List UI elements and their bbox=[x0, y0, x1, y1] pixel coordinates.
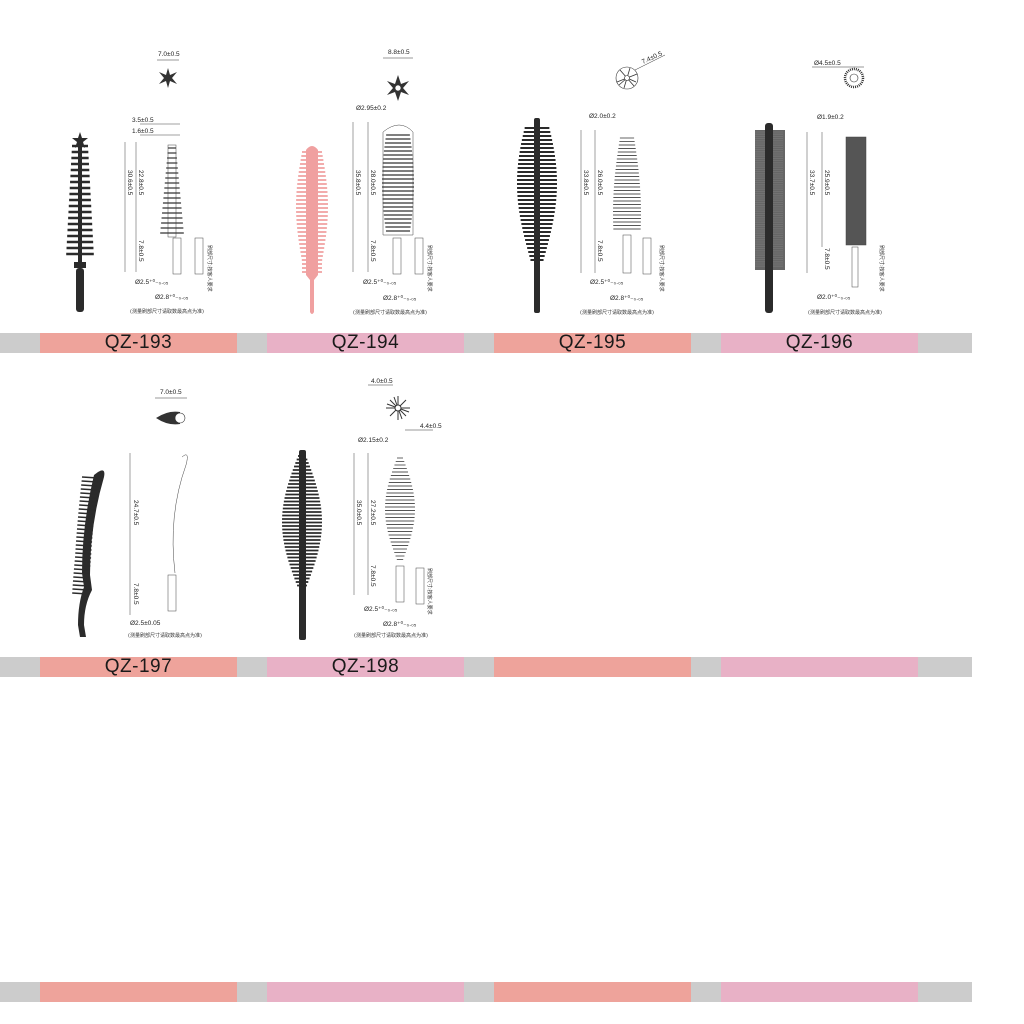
model-label bbox=[40, 982, 237, 1002]
top-view-leaf-icon bbox=[156, 411, 186, 425]
brush-render bbox=[78, 470, 105, 637]
model-label bbox=[721, 982, 918, 1002]
svg-text:Ø2.15±0.2: Ø2.15±0.2 bbox=[358, 437, 389, 444]
svg-text:刷部尺寸:按客人要求: 刷部尺寸:按客人要求 bbox=[426, 568, 433, 615]
svg-text:刷部尺寸:按客人要求: 刷部尺寸:按客人要求 bbox=[878, 245, 885, 292]
svg-text:7.8±0.5: 7.8±0.5 bbox=[369, 565, 376, 587]
product-qz-196: Ø4.5±0.5 Ø1.9±0.2 33.7±0.5 25.9±0.5 7.8±… bbox=[722, 40, 942, 340]
brush-drawing-qz-195: 7.4±0.5 Ø2.0±0.2 33.8±0.5 26.0±0.5 7.8±0… bbox=[517, 50, 666, 316]
top-view-dim: 7.4±0.5 bbox=[641, 50, 664, 66]
model-label bbox=[267, 982, 464, 1002]
brush-drawing-qz-194: 8.8±0.5 Ø2.95±0.2 35.8±0.5 28.0±0.5 7.8±… bbox=[296, 49, 433, 316]
brush-render bbox=[72, 132, 88, 312]
top-view-starburst-icon bbox=[386, 396, 410, 420]
model-label: QZ-198 bbox=[267, 656, 464, 677]
top-view-dim: 8.8±0.5 bbox=[388, 49, 410, 56]
label-band-row-1: QZ-193 QZ-194 QZ-195 QZ-196 bbox=[0, 332, 972, 353]
model-label: QZ-196 bbox=[721, 332, 918, 353]
svg-text:Ø2.5⁺⁰₋₀.₀₅: Ø2.5⁺⁰₋₀.₀₅ bbox=[590, 278, 624, 286]
product-qz-195: 7.4±0.5 Ø2.0±0.2 33.8±0.5 26.0±0.5 7.8±0… bbox=[495, 40, 715, 340]
svg-text:26.0±0.5: 26.0±0.5 bbox=[596, 170, 603, 196]
svg-text:35.0±0.5: 35.0±0.5 bbox=[355, 500, 362, 526]
svg-text:Ø2.5±0.05: Ø2.5±0.05 bbox=[130, 620, 161, 627]
svg-text:7.8±0.5: 7.8±0.5 bbox=[369, 240, 376, 262]
label-band-row-2: QZ-197 QZ-198 bbox=[0, 656, 972, 677]
top-view-dim: 7.0±0.5 bbox=[158, 51, 180, 58]
svg-text:7.8±0.5: 7.8±0.5 bbox=[137, 240, 144, 262]
top-view-star-icon bbox=[387, 75, 409, 101]
svg-text:Ø2.0⁺⁰₋₀.₀₅: Ø2.0⁺⁰₋₀.₀₅ bbox=[817, 293, 851, 301]
svg-text:7.8±0.5: 7.8±0.5 bbox=[596, 240, 603, 262]
svg-text:7.8±0.5: 7.8±0.5 bbox=[132, 583, 139, 605]
model-label bbox=[721, 657, 918, 677]
svg-text:(测量刷部尺寸请取数最高点为准): (测量刷部尺寸请取数最高点为准) bbox=[580, 309, 654, 316]
model-label: QZ-193 bbox=[40, 332, 237, 353]
svg-text:30.6±0.5: 30.6±0.5 bbox=[126, 170, 133, 196]
top-view-radial-icon bbox=[615, 66, 639, 90]
product-qz-197: 7.0±0.5 24.7±0.5 7.8±0.5 Ø2.5±0.05 (测量刷部… bbox=[60, 375, 280, 675]
top-view-star-icon bbox=[159, 68, 177, 88]
brush-drawing-qz-197: 7.0±0.5 24.7±0.5 7.8±0.5 Ø2.5±0.05 (测量刷部… bbox=[72, 389, 202, 639]
bristles bbox=[282, 455, 322, 587]
svg-text:Ø2.95±0.2: Ø2.95±0.2 bbox=[356, 105, 387, 112]
svg-text:25.9±0.5: 25.9±0.5 bbox=[823, 170, 830, 196]
model-label bbox=[494, 657, 691, 677]
svg-text:Ø2.5⁺⁰₋₀.₀₅: Ø2.5⁺⁰₋₀.₀₅ bbox=[135, 278, 169, 286]
product-qz-198: 4.0±0.5 4.4±0.5 Ø2.15±0.2 35.0±0.5 27.2±… bbox=[268, 370, 488, 670]
svg-text:Ø2.8⁺⁰₋₀.₀₅: Ø2.8⁺⁰₋₀.₀₅ bbox=[610, 294, 644, 302]
svg-text:刷部尺寸:按客人要求: 刷部尺寸:按客人要求 bbox=[658, 245, 665, 292]
svg-text:7.8±0.5: 7.8±0.5 bbox=[823, 248, 830, 270]
bristles bbox=[66, 144, 94, 256]
svg-text:24.7±0.5: 24.7±0.5 bbox=[132, 500, 139, 526]
bristles bbox=[517, 127, 557, 261]
model-label bbox=[494, 982, 691, 1002]
model-label: QZ-195 bbox=[494, 332, 691, 353]
svg-text:35.8±0.5: 35.8±0.5 bbox=[354, 170, 361, 196]
svg-text:(测量刷部尺寸请取数最高点为准): (测量刷部尺寸请取数最高点为准) bbox=[128, 632, 202, 639]
svg-text:Ø1.9±0.2: Ø1.9±0.2 bbox=[817, 114, 844, 121]
label-band-row-3 bbox=[0, 982, 972, 1002]
svg-text:4.4±0.5: 4.4±0.5 bbox=[420, 423, 442, 430]
brush-render bbox=[755, 123, 785, 313]
top-view-dim: 7.0±0.5 bbox=[160, 389, 182, 396]
top-view-round-icon bbox=[843, 67, 865, 89]
brush-drawing-qz-193: 7.0±0.5 3.5±0.5 1.6±0.5 30.6±0.5 22.8±0.… bbox=[66, 51, 213, 315]
product-qz-194: 8.8±0.5 Ø2.95±0.2 35.8±0.5 28.0±0.5 7.8±… bbox=[268, 40, 488, 340]
top-view-dim: Ø4.5±0.5 bbox=[814, 60, 841, 67]
bristles bbox=[72, 476, 99, 595]
svg-text:(测量刷部尺寸请取数最高点为准): (测量刷部尺寸请取数最高点为准) bbox=[130, 308, 204, 315]
svg-text:22.8±0.5: 22.8±0.5 bbox=[137, 170, 144, 196]
model-label: QZ-194 bbox=[267, 332, 464, 353]
svg-text:1.6±0.5: 1.6±0.5 bbox=[132, 128, 154, 135]
bristles bbox=[296, 151, 328, 273]
brush-render bbox=[299, 450, 306, 640]
model-label: QZ-197 bbox=[40, 656, 237, 677]
svg-text:33.8±0.5: 33.8±0.5 bbox=[582, 170, 589, 196]
svg-text:Ø2.0±0.2: Ø2.0±0.2 bbox=[589, 113, 616, 120]
brush-drawing-qz-198: 4.0±0.5 4.4±0.5 Ø2.15±0.2 35.0±0.5 27.2±… bbox=[282, 378, 442, 640]
svg-text:33.7±0.5: 33.7±0.5 bbox=[808, 170, 815, 196]
svg-text:Ø2.8⁺⁰₋₀.₀₅: Ø2.8⁺⁰₋₀.₀₅ bbox=[383, 620, 417, 628]
svg-text:27.2±0.5: 27.2±0.5 bbox=[369, 500, 376, 526]
svg-text:Ø2.8⁺⁰₋₀.₀₅: Ø2.8⁺⁰₋₀.₀₅ bbox=[383, 294, 417, 302]
top-view-dim: 4.0±0.5 bbox=[371, 378, 393, 385]
product-qz-193: 7.0±0.5 3.5±0.5 1.6±0.5 30.6±0.5 22.8±0.… bbox=[40, 40, 260, 340]
svg-text:(测量刷部尺寸请取数最高点为准): (测量刷部尺寸请取数最高点为准) bbox=[353, 309, 427, 316]
svg-text:Ø2.8⁺⁰₋₀.₀₅: Ø2.8⁺⁰₋₀.₀₅ bbox=[155, 293, 189, 301]
svg-text:28.0±0.5: 28.0±0.5 bbox=[369, 170, 376, 196]
svg-text:Ø2.5⁺⁰₋₀.₀₅: Ø2.5⁺⁰₋₀.₀₅ bbox=[364, 605, 398, 613]
svg-text:Ø2.5⁺⁰₋₀.₀₅: Ø2.5⁺⁰₋₀.₀₅ bbox=[363, 278, 397, 286]
svg-text:3.5±0.5: 3.5±0.5 bbox=[132, 117, 154, 124]
svg-text:刷部尺寸:按客人要求: 刷部尺寸:按客人要求 bbox=[426, 245, 433, 292]
brush-drawing-qz-196: Ø4.5±0.5 Ø1.9±0.2 33.7±0.5 25.9±0.5 7.8±… bbox=[755, 60, 885, 316]
svg-text:刷部尺寸:按客人要求: 刷部尺寸:按客人要求 bbox=[206, 245, 213, 292]
svg-text:(测量刷部尺寸请取数最高点为准): (测量刷部尺寸请取数最高点为准) bbox=[808, 309, 882, 316]
svg-text:(测量刷部尺寸请取数最高点为准): (测量刷部尺寸请取数最高点为准) bbox=[354, 632, 428, 639]
